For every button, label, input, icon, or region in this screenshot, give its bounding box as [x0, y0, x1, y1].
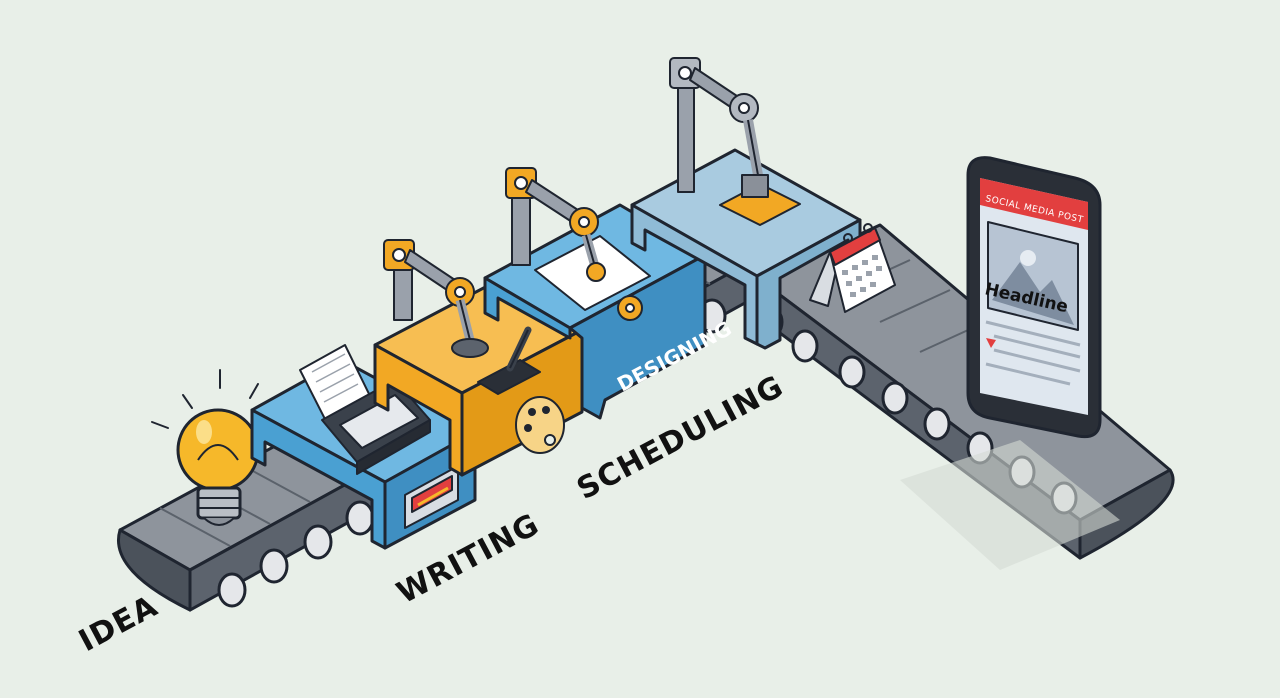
publishing-machine: [630, 57, 862, 350]
robot-arm-icon: [505, 167, 606, 282]
printer-icon: [404, 465, 459, 529]
robot-arm-icon: [383, 239, 489, 358]
stage-label-idea: IDEA: [73, 589, 163, 659]
image-placeholder-icon: [987, 221, 1079, 331]
pen-tablet-icon: [477, 326, 541, 395]
robot-arm-icon: [669, 57, 801, 226]
calendar-icon: [809, 223, 896, 313]
palette-icon: [515, 396, 565, 454]
typewriter-icon: [299, 344, 431, 475]
smartphone-icon: SOCIAL MEDIA POST Headline: [966, 156, 1102, 439]
